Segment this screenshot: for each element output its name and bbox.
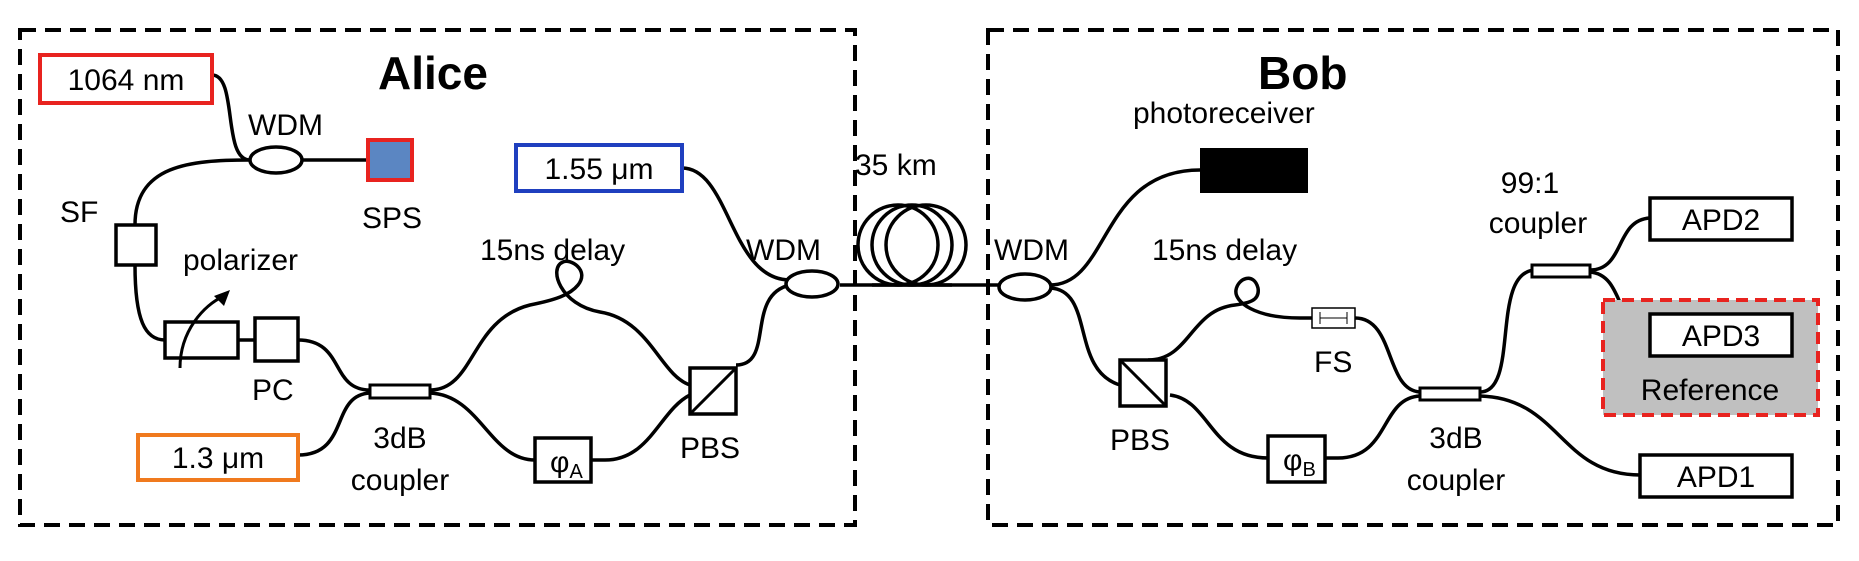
bob-delay-label: 15ns delay: [1152, 234, 1297, 267]
bob-pbs-label: PBS: [1110, 424, 1170, 457]
alice-wdm-right: [784, 269, 840, 299]
alice-fibers: [133, 73, 791, 462]
polarizer-arrow: [178, 295, 223, 369]
laser-1-3um: [136, 433, 300, 482]
apd1-detector: [1638, 453, 1794, 499]
bob-phase-label: φB: [1283, 444, 1316, 481]
laser-1-3um-label: 1.3 μm: [172, 442, 264, 475]
apd1-label: APD1: [1677, 461, 1755, 494]
sps-detector: [366, 138, 414, 182]
bob-3db-coupler: [1418, 386, 1482, 402]
alice-3db-coupler: [368, 383, 432, 400]
bob-boundary: [986, 28, 1840, 527]
tap-coupler-label-2: coupler: [1489, 207, 1587, 240]
alice-wdm-top: [248, 145, 304, 175]
laser-1-55um: [514, 143, 684, 193]
pc-label: PC: [252, 374, 294, 407]
apd2-label: APD2: [1682, 204, 1760, 237]
bob-title: Bob: [1258, 47, 1347, 99]
laser-1-55um-label: 1.55 μm: [544, 153, 653, 186]
bob-pbs: [1118, 358, 1168, 408]
laser-1-3um-unit: μm: [222, 442, 264, 475]
alice-delay-label: 15ns delay: [480, 234, 625, 267]
bob-wdm-label: WDM: [994, 234, 1069, 267]
sps-label: SPS: [362, 202, 422, 235]
alice-phase-shifter: [533, 436, 593, 484]
bob-phase-shifter: [1266, 434, 1327, 484]
apd2-detector: [1648, 196, 1794, 242]
alice-pbs-label: PBS: [680, 432, 740, 465]
polarizer: [163, 320, 240, 360]
bob-coupler-label-1: 3dB: [1429, 422, 1482, 455]
bob-coupler-label-2: coupler: [1407, 464, 1505, 497]
sf-label: SF: [60, 196, 98, 229]
apd3-detector: [1648, 312, 1794, 358]
reference-label: Reference: [1641, 374, 1779, 407]
tap-coupler-label-1: 99:1: [1501, 167, 1559, 200]
alice-wdm-right-label: WDM: [746, 234, 821, 267]
alice-boundary: [18, 28, 857, 527]
polarizer-arrowhead: [214, 290, 230, 306]
link-distance-label: 35 km: [855, 149, 937, 182]
alice-coupler-label-2: coupler: [351, 464, 449, 497]
alice-coupler-label-1: 3dB: [373, 422, 426, 455]
sf-box: [114, 223, 158, 267]
fiber-spool-35km: [840, 203, 1000, 287]
apd3-label: APD3: [1682, 320, 1760, 353]
laser-1064nm-label: 1064 nm: [68, 64, 185, 97]
alice-phase-label: φA: [550, 446, 583, 483]
laser-1-55um-unit: μm: [611, 153, 653, 186]
bob-wdm: [997, 272, 1053, 302]
alice-pbs: [688, 366, 738, 416]
pc-box: [253, 316, 300, 363]
alice-wdm-top-label: WDM: [248, 109, 323, 142]
tap-coupler-99-1: [1530, 263, 1592, 279]
polarizer-label: polarizer: [183, 244, 298, 277]
photoreceiver: [1200, 148, 1308, 193]
fs-label: FS: [1314, 346, 1352, 379]
photoreceiver-label: photoreceiver: [1133, 97, 1315, 130]
alice-title: Alice: [378, 47, 488, 99]
frequency-shifter: [1311, 307, 1356, 329]
laser-1064nm: [38, 53, 214, 105]
